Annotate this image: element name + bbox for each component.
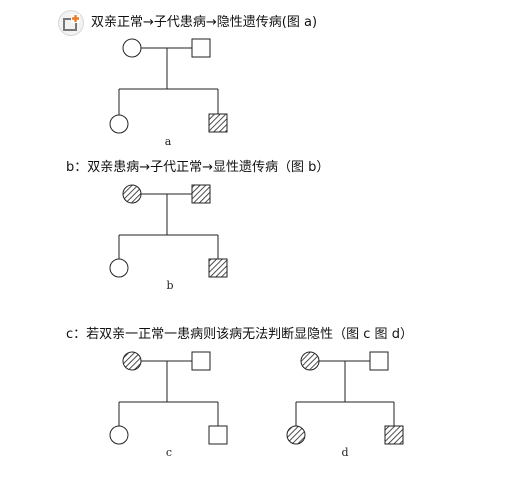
heading-a: 双亲正常→子代患病→隐性遗传病(图 a) — [91, 15, 318, 30]
pedigree-d-father — [369, 351, 389, 371]
pedigree-c-father — [191, 351, 211, 371]
pedigree-a-father — [191, 38, 211, 58]
pedigree-c-lines — [118, 360, 219, 426]
pedigree-b-label: b — [166, 279, 173, 292]
pedigree-d-son — [384, 425, 404, 445]
pedigree-d: d — [286, 351, 404, 459]
pedigree-c: c — [109, 351, 228, 459]
pedigree-b-son — [208, 258, 228, 278]
pedigree-c-son — [208, 425, 228, 445]
pedigree-b-mother — [122, 184, 142, 204]
pedigree-d-mother — [300, 351, 320, 371]
pedigree-c-daughter — [109, 425, 129, 445]
pedigree-b: b — [109, 184, 228, 292]
pedigree-a-son — [208, 113, 228, 133]
pedigree-d-label: d — [341, 446, 348, 459]
heading-c: c：若双亲一正常一患病则该病无法判断显隐性（图 c 图 d） — [66, 327, 413, 342]
pedigree-a-daughter — [109, 114, 129, 134]
pedigree-b-lines — [118, 193, 219, 259]
pedigree-b-daughter — [109, 258, 129, 278]
pedigree-d-lines — [295, 360, 395, 426]
pedigree-d-daughter — [286, 425, 306, 445]
orange-plus-badge-icon — [58, 10, 84, 36]
pedigree-b-father — [191, 184, 211, 204]
heading-b: b：双亲患病→子代正常→显性遗传病（图 b） — [66, 160, 330, 175]
pedigree-a: a — [109, 38, 228, 148]
pedigree-a-lines — [118, 47, 219, 115]
pedigree-c-label: c — [166, 446, 172, 459]
pedigree-a-label: a — [165, 135, 172, 148]
pedigree-c-mother — [122, 351, 142, 371]
pedigree-a-mother — [122, 38, 142, 58]
